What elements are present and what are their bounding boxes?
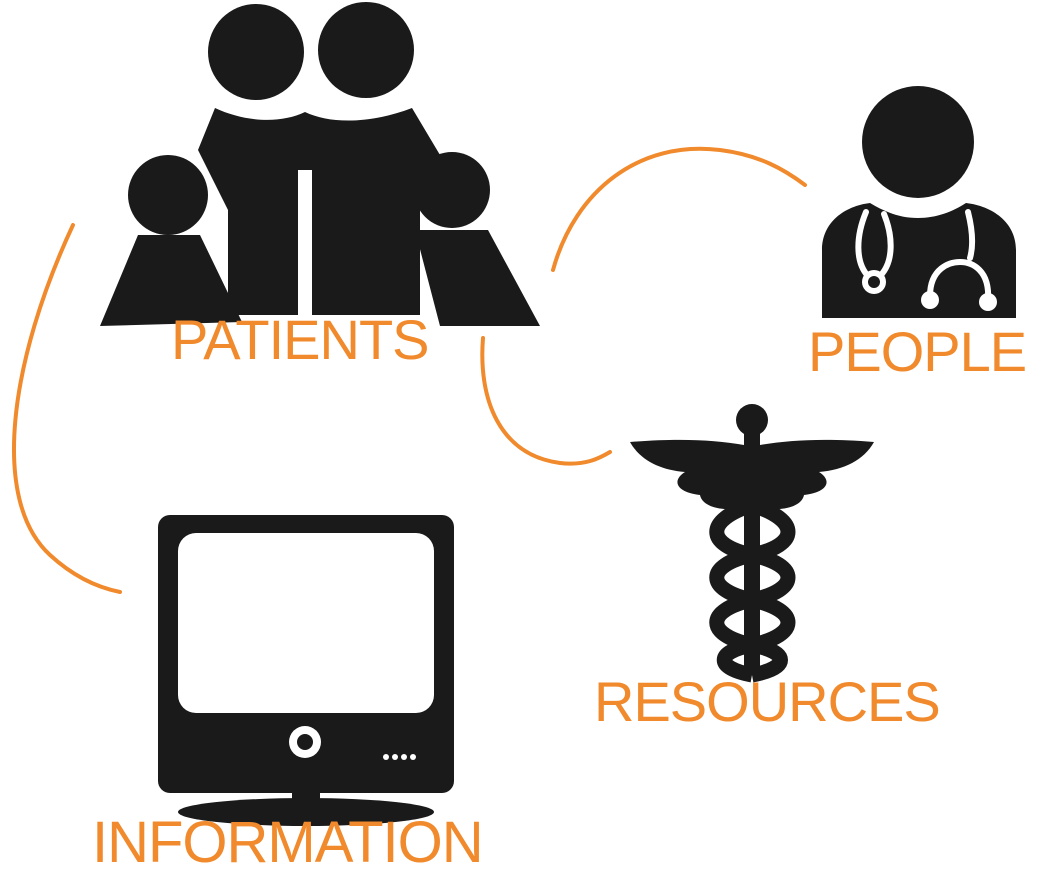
patients-label: PATIENTS [171,308,430,371]
connectors [12,146,807,594]
people-label: PEOPLE [808,320,1027,383]
family-group-icon [100,2,540,326]
connector-patients-people [551,146,807,272]
information-label: INFORMATION [92,810,484,875]
connector-patients-resources [480,336,612,466]
connector-patients-information [12,223,122,594]
resources-label: RESOURCES [594,670,941,733]
caduceus-icon [630,404,874,683]
computer-monitor-icon [158,515,454,826]
doctor-stethoscope-icon [822,86,1016,318]
